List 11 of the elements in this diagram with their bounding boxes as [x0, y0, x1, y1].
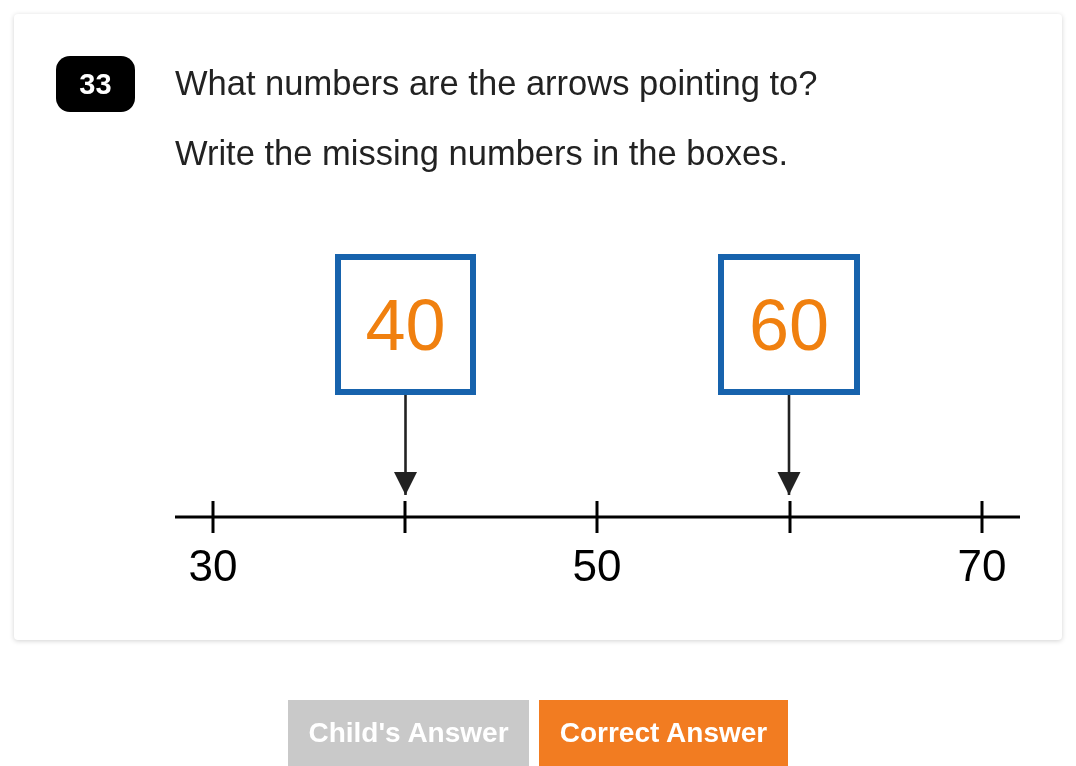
arrow [393, 395, 418, 495]
correct-answer-button: Correct Answer [539, 700, 788, 766]
instruction-text: Write the missing numbers in the boxes. [175, 136, 788, 171]
tick-label: 30 [188, 544, 238, 588]
question-number-badge: 33 [56, 56, 135, 112]
tick-label: 50 [572, 544, 622, 588]
answer-box: 40 [335, 254, 476, 395]
tick-label: 70 [957, 544, 1007, 588]
answer-box: 60 [718, 254, 860, 395]
arrow [777, 395, 801, 495]
question-text: What numbers are the arrows pointing to? [175, 66, 818, 101]
